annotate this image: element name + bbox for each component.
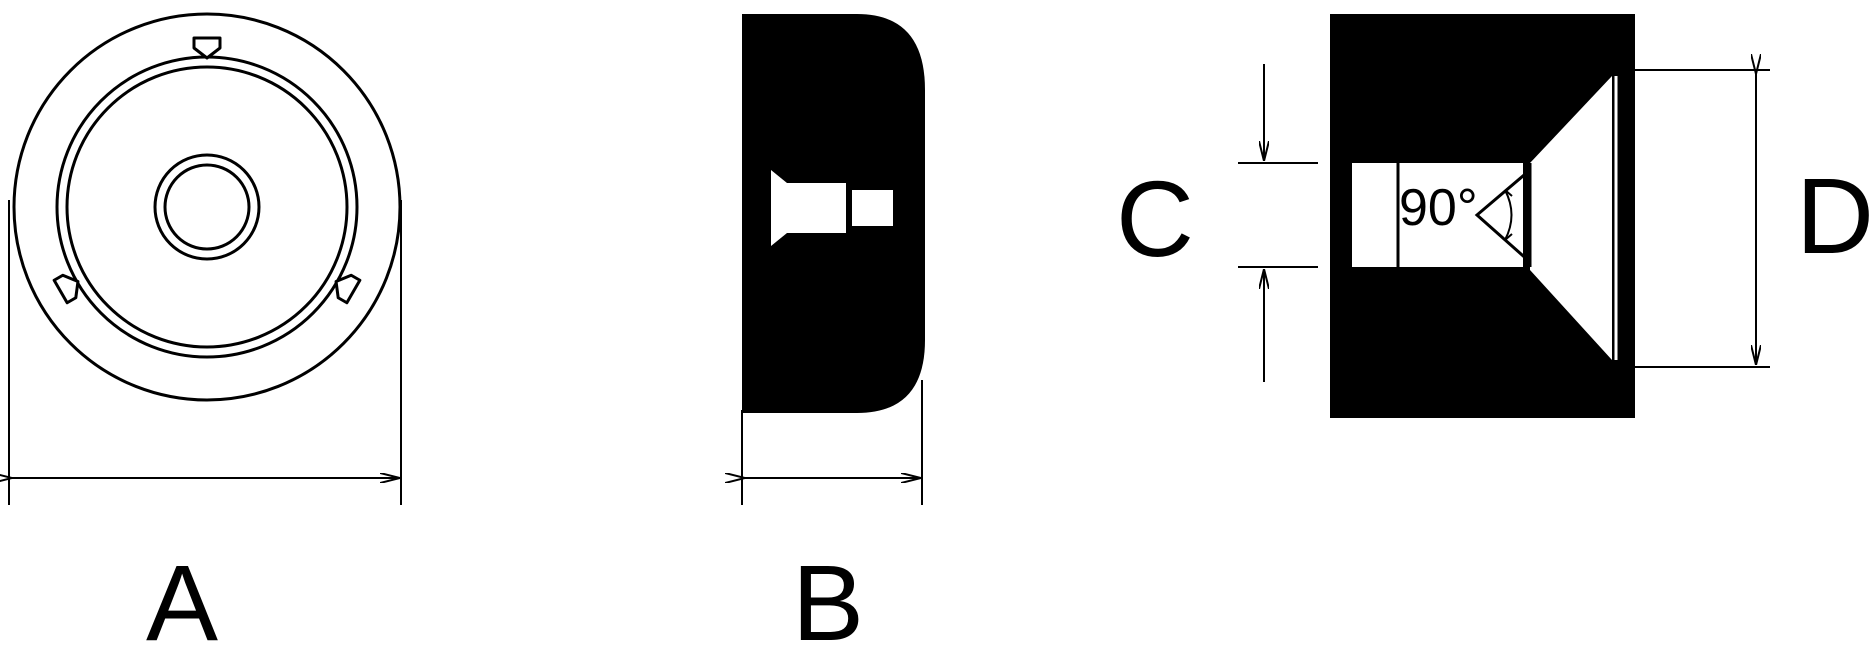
inner-ring-inner-circle (65, 65, 349, 349)
side-bore-large (787, 183, 846, 233)
lower-right-index-arrow-icon (52, 273, 80, 305)
dimension-d-label: D (1796, 155, 1873, 276)
hub-inner-circle (163, 163, 251, 251)
outer-rim-circle (12, 12, 402, 402)
front-view (12, 12, 402, 402)
side-bore-cutout (771, 170, 787, 246)
hub-outer-circle (153, 153, 261, 261)
dimension-a (9, 200, 402, 505)
dimension-b (742, 380, 923, 505)
side-view (742, 14, 925, 413)
angle-label: 90° (1399, 179, 1478, 237)
dimension-d (1635, 70, 1770, 368)
section-view: 90° (1330, 14, 1635, 418)
section-countersink (1530, 76, 1612, 360)
dimension-b-label: B (792, 542, 864, 649)
dimension-c (1238, 64, 1318, 382)
angle-arc-arrow-top (1504, 189, 1513, 197)
section-bore (1352, 163, 1523, 267)
angle-arc (1504, 189, 1513, 241)
lower-left-index-arrow-icon (334, 273, 362, 305)
section-drill-tip (1474, 168, 1531, 264)
inner-ring-outer-circle (55, 55, 359, 359)
top-index-arrow-icon (192, 36, 222, 60)
dimension-a-label: A (146, 542, 218, 649)
side-bore-small (852, 190, 893, 226)
angle-arc-arrow-bottom (1504, 233, 1513, 241)
dimension-c-label: C (1116, 158, 1194, 279)
